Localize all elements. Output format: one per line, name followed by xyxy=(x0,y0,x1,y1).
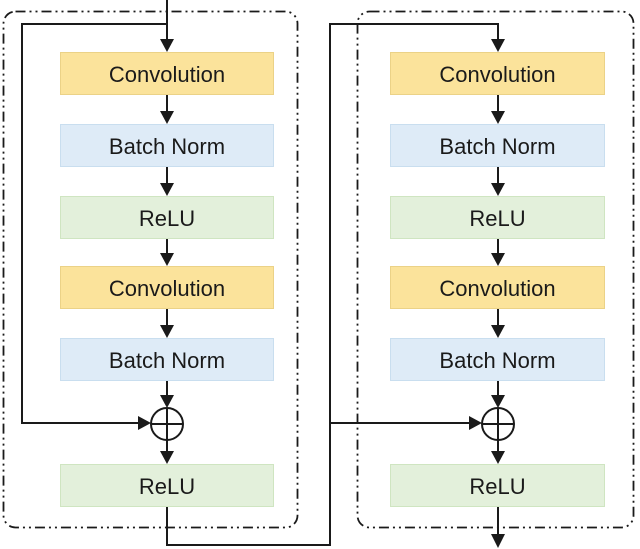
block2-layer-batchnorm-2: Batch Norm xyxy=(390,338,605,381)
block2-layer-batchnorm-1: Batch Norm xyxy=(390,124,605,167)
block1-input-arrowhead xyxy=(160,39,174,52)
block2-layer-convolution-2: Convolution xyxy=(390,266,605,309)
block2-arrowhead xyxy=(491,111,505,124)
block1-to-block2-connector-line xyxy=(166,23,499,546)
block2-arrowhead xyxy=(491,325,505,338)
block1-arrowhead xyxy=(160,253,174,266)
block2-layer-convolution-1: Convolution xyxy=(390,52,605,95)
block1-skip-arrowhead xyxy=(138,416,151,430)
block1-layer-batchnorm-2: Batch Norm xyxy=(60,338,274,381)
block1-layer-relu-2: ReLU xyxy=(60,464,274,507)
block1-arrowhead xyxy=(160,325,174,338)
block2-layer-relu-2: ReLU xyxy=(390,464,605,507)
block1-arrowhead xyxy=(160,451,174,464)
block1-layer-convolution-2: Convolution xyxy=(60,266,274,309)
block2-arrowhead xyxy=(491,395,505,408)
block2-arrowhead xyxy=(491,451,505,464)
block1-skip-connection-line xyxy=(21,23,167,424)
block1-dashed-border xyxy=(2,10,299,529)
block2-arrowhead xyxy=(491,253,505,266)
block2-dashed-border xyxy=(356,10,635,529)
block2-output-arrowhead xyxy=(491,534,505,548)
block1-arrowhead xyxy=(160,183,174,196)
block1-arrowhead xyxy=(160,395,174,408)
block2-layer-relu-1: ReLU xyxy=(390,196,605,239)
block1-layer-relu-1: ReLU xyxy=(60,196,274,239)
block1-arrowhead xyxy=(160,111,174,124)
block1-add-plus-cross xyxy=(151,408,183,440)
block2-skip-arrowhead xyxy=(469,416,482,430)
block2-add-plus-cross xyxy=(482,408,514,440)
block2-arrowhead xyxy=(491,183,505,196)
block1-layer-batchnorm-1: Batch Norm xyxy=(60,124,274,167)
block2-input-arrowhead xyxy=(491,39,505,52)
block1-layer-convolution-1: Convolution xyxy=(60,52,274,95)
